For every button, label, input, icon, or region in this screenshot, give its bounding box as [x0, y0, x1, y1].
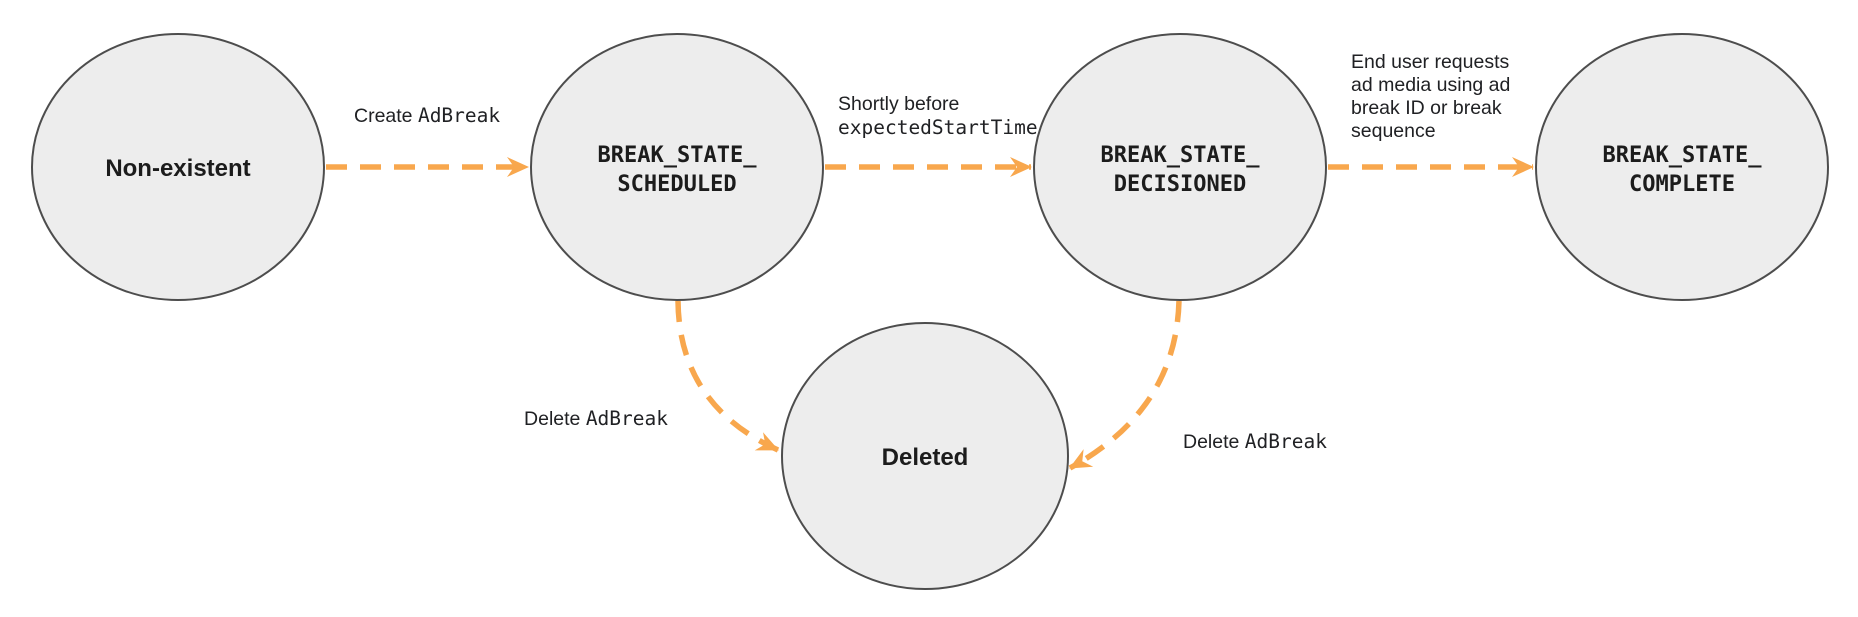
transition-label-code: AdBreak — [1245, 430, 1327, 453]
state-label: Deleted — [882, 444, 969, 471]
state-label-line1: BREAK_STATE_ — [1603, 143, 1763, 168]
transition-end-user-requests-label: End user requests ad media using ad brea… — [1351, 51, 1510, 142]
state-label: Non-existent — [105, 155, 250, 182]
transition-shortly-before-label-line1: Shortly before — [838, 93, 959, 115]
transition-create-adbreak-label: Create AdBreak — [354, 104, 500, 127]
transition-delete-adbreak-left-label: Delete AdBreak — [524, 407, 668, 430]
transition-shortly-before-label-line2: expectedStartTime — [838, 116, 1038, 139]
transition-delete-adbreak-left-arrow — [675, 300, 780, 453]
transition-label-line: End user requests — [1351, 51, 1510, 73]
transition-label-text: Create — [354, 105, 418, 127]
state-label-line2: COMPLETE — [1629, 172, 1735, 197]
transition-label-code: AdBreak — [418, 104, 500, 127]
transition-label-line: sequence — [1351, 120, 1436, 142]
transition-label-line: break ID or break — [1351, 97, 1502, 119]
state-label-line2: SCHEDULED — [617, 172, 736, 197]
state-label-line1: BREAK_STATE_ — [598, 143, 758, 168]
state-node-break-state-decisioned: BREAK_STATE_ DECISIONED — [1033, 33, 1327, 301]
state-label-line2: DECISIONED — [1114, 172, 1246, 197]
state-circle — [31, 33, 325, 301]
state-label-line1: BREAK_STATE_ — [1101, 143, 1261, 168]
state-circle — [1033, 33, 1327, 301]
transition-delete-adbreak-right-arrow — [1068, 300, 1182, 471]
state-node-non-existent: Non-existent — [31, 33, 325, 301]
state-node-deleted: Deleted — [781, 322, 1069, 590]
state-node-break-state-complete: BREAK_STATE_ COMPLETE — [1535, 33, 1829, 301]
state-circle — [1535, 33, 1829, 301]
transition-delete-adbreak-right-label: Delete AdBreak — [1183, 430, 1327, 453]
transition-label-line: ad media using ad — [1351, 74, 1510, 96]
transition-label-code: AdBreak — [586, 407, 668, 430]
state-node-break-state-scheduled: BREAK_STATE_ SCHEDULED — [530, 33, 824, 301]
transition-label-text: Delete — [524, 408, 586, 430]
state-circle — [530, 33, 824, 301]
transition-label-text: Delete — [1183, 431, 1245, 453]
state-circle — [781, 322, 1069, 590]
